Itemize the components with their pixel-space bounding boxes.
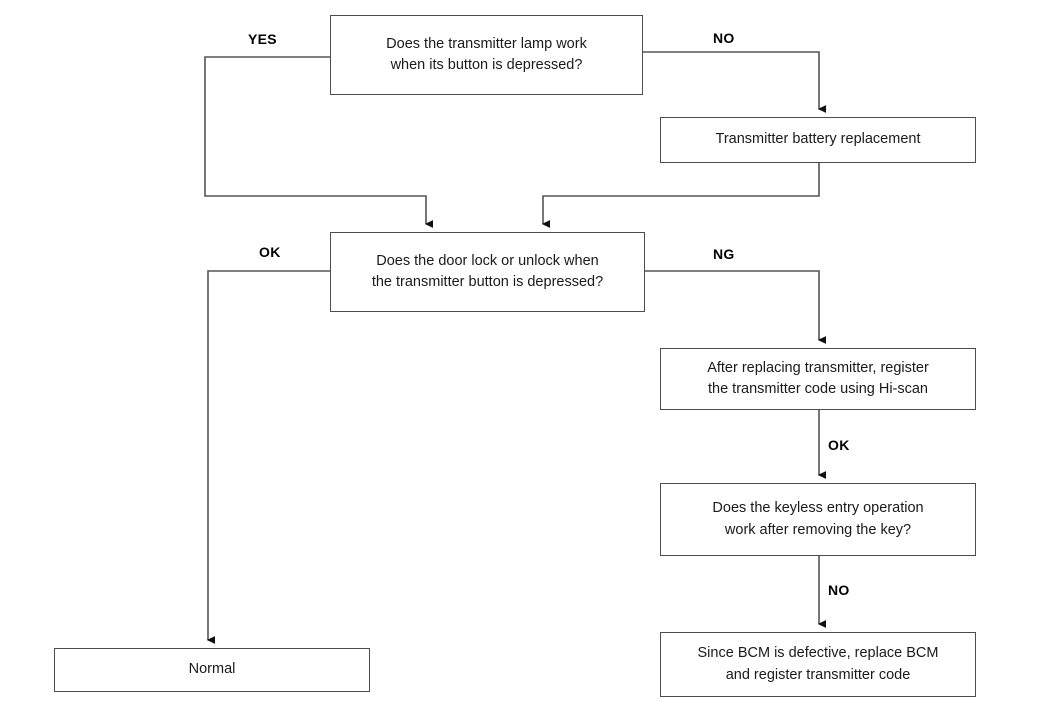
node-text-line2: when its button is depressed? bbox=[390, 57, 583, 73]
node-text-line1: Does the door lock or unlock when bbox=[376, 252, 599, 269]
node-text-line1: After replacing transmitter, register bbox=[707, 359, 929, 376]
edge-label-ng: NG bbox=[713, 246, 735, 262]
edge-label-no-bottom: NO bbox=[828, 582, 850, 598]
node-question-keyless-entry[interactable]: Does the keyless entry operation work af… bbox=[660, 483, 976, 556]
edge-no-top bbox=[643, 51, 827, 113]
node-register-transmitter-code[interactable]: After replacing transmitter, register th… bbox=[660, 348, 976, 410]
node-transmitter-battery-replacement[interactable]: Transmitter battery replacement bbox=[660, 117, 976, 163]
node-replace-bcm[interactable]: Since BCM is defective, replace BCM and … bbox=[660, 632, 976, 697]
node-text-line2: work after removing the key? bbox=[724, 521, 912, 538]
node-normal[interactable]: Normal bbox=[54, 648, 370, 692]
node-text-line2: the transmitter button is depressed? bbox=[371, 274, 604, 290]
node-text-line1: Does the transmitter lamp work bbox=[386, 35, 587, 52]
node-text-line1: Does the keyless entry operation bbox=[712, 500, 924, 517]
node-text-line2: and register transmitter code bbox=[725, 666, 911, 683]
edge-ok-left bbox=[206, 270, 330, 644]
edge-label-no-top: NO bbox=[713, 30, 735, 46]
edge-battery-to-q2 bbox=[541, 163, 820, 228]
node-text-line1: Normal bbox=[188, 661, 236, 678]
node-text-line1: Transmitter battery replacement bbox=[715, 131, 921, 148]
edge-label-ok-mid: OK bbox=[828, 437, 850, 453]
node-text-line2: the transmitter code using Hi-scan bbox=[707, 381, 928, 397]
node-text-line1: Since BCM is defective, replace BCM bbox=[697, 645, 939, 662]
node-question-transmitter-lamp[interactable]: Does the transmitter lamp work when its … bbox=[330, 15, 643, 95]
edge-ng bbox=[645, 270, 827, 344]
edge-label-ok-left: OK bbox=[259, 244, 281, 260]
node-question-door-lock-unlock[interactable]: Does the door lock or unlock when the tr… bbox=[330, 232, 645, 312]
edge-label-yes: YES bbox=[248, 31, 277, 47]
